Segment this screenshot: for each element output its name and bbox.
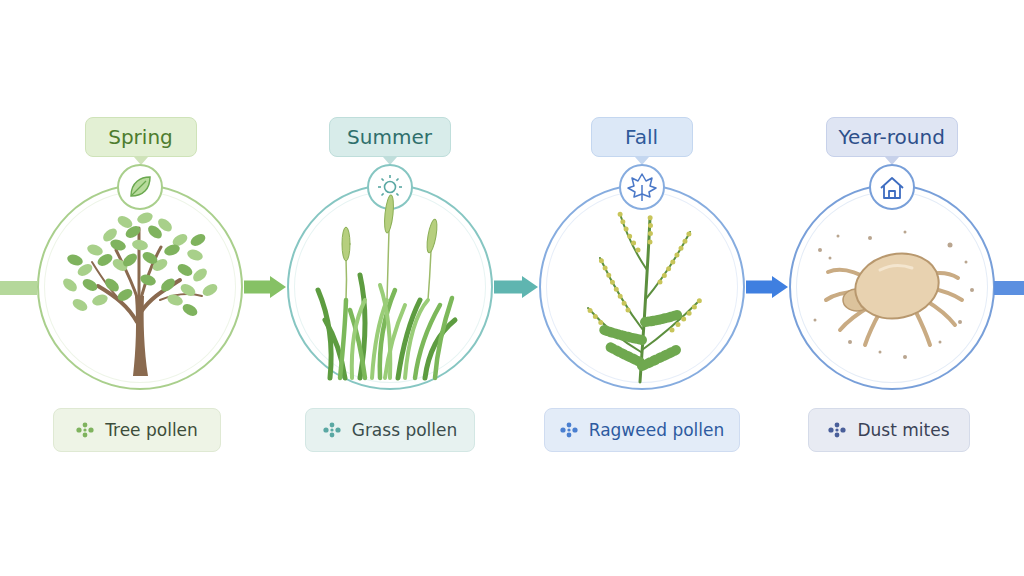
dot	[572, 427, 577, 432]
tag-pointer	[383, 157, 397, 165]
dot	[323, 427, 328, 432]
dot	[566, 422, 571, 427]
allergen-name: Grass pollen	[352, 420, 458, 440]
entry-arrow	[0, 281, 37, 295]
dot	[567, 428, 570, 431]
dot	[84, 428, 87, 431]
tag-pointer	[885, 157, 899, 165]
dot	[835, 422, 840, 427]
dots-icon	[827, 422, 847, 438]
season-circle: Year-roundDust mites	[789, 184, 995, 390]
season-tag: Fall	[591, 117, 693, 157]
flow-arrow	[494, 276, 538, 298]
dots-icon	[559, 422, 579, 438]
tag-pointer	[134, 157, 148, 165]
dots-icon	[322, 422, 342, 438]
dot	[89, 427, 94, 432]
season-circle: SummerGrass pollen	[287, 184, 493, 390]
tag-pointer	[635, 157, 649, 165]
season-circle: SpringTree pollen	[37, 184, 243, 390]
dot	[335, 427, 340, 432]
season-name: Summer	[347, 125, 432, 149]
season-tag: Summer	[329, 117, 451, 157]
dot	[566, 432, 571, 437]
dot	[330, 428, 333, 431]
dot	[329, 432, 334, 437]
season-tag: Year-round	[826, 117, 958, 157]
dot	[560, 427, 565, 432]
allergen-tag: Dust mites	[808, 408, 970, 452]
flow-arrow	[244, 276, 286, 298]
dot	[329, 422, 334, 427]
dot	[77, 427, 82, 432]
allergen-tag: Grass pollen	[305, 408, 475, 452]
dots-icon	[75, 422, 95, 438]
allergen-tag: Ragweed pollen	[544, 408, 740, 452]
season-circle: FallRagweed pollen	[539, 184, 745, 390]
exit-arrow	[994, 281, 1024, 295]
allergen-tag: Tree pollen	[53, 408, 221, 452]
dot	[836, 428, 839, 431]
flow-arrow	[746, 276, 788, 298]
season-name: Fall	[625, 125, 658, 149]
dot	[829, 427, 834, 432]
allergen-name: Tree pollen	[105, 420, 198, 440]
dot	[841, 427, 846, 432]
dot	[835, 432, 840, 437]
season-name: Year-round	[839, 125, 945, 149]
dot	[83, 422, 88, 427]
season-name: Spring	[108, 125, 173, 149]
dot	[83, 432, 88, 437]
allergen-name: Dust mites	[857, 420, 949, 440]
allergen-name: Ragweed pollen	[589, 420, 725, 440]
season-tag: Spring	[85, 117, 197, 157]
